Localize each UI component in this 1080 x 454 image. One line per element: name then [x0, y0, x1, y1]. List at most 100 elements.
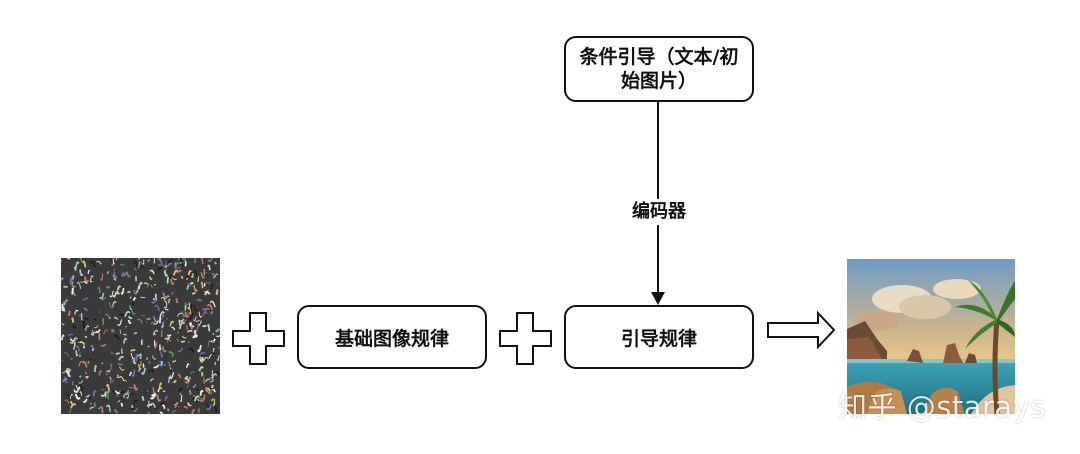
noise-stroke	[188, 390, 192, 393]
noise-stroke	[184, 311, 190, 318]
noise-stroke	[187, 270, 192, 276]
noise-stroke	[93, 364, 98, 373]
noise-stroke	[130, 352, 135, 360]
noise-stroke	[118, 366, 125, 371]
noise-stroke	[192, 334, 198, 339]
noise-stroke	[65, 369, 71, 377]
noise-stroke	[61, 370, 67, 374]
noise-stroke	[113, 278, 117, 281]
noise-stroke	[214, 261, 217, 265]
noise-stroke	[62, 377, 68, 383]
noise-stroke	[186, 363, 190, 368]
noise-stroke	[110, 258, 115, 261]
noise-stroke	[196, 298, 203, 302]
noise-stroke	[197, 276, 200, 283]
noise-stroke	[177, 373, 182, 379]
noise-stroke	[153, 364, 159, 369]
noise-stroke	[186, 285, 189, 290]
noise-stroke	[120, 396, 125, 402]
noise-stroke	[113, 268, 116, 273]
noise-stroke	[193, 284, 198, 292]
noise-stroke	[127, 319, 132, 325]
noise-stroke	[209, 379, 215, 383]
noise-stroke	[209, 300, 216, 308]
noise-stroke	[69, 393, 74, 399]
noise-stroke	[61, 322, 65, 326]
noise-stroke	[199, 352, 206, 355]
noise-stroke	[78, 360, 84, 367]
noise-stroke	[83, 307, 88, 312]
noise-stroke	[176, 258, 180, 261]
noise-stroke	[79, 391, 83, 396]
noise-stroke	[198, 396, 204, 400]
noise-stroke	[210, 283, 213, 290]
condition-label-line1: 条件引导（文本/初	[579, 46, 739, 68]
noise-stroke	[120, 318, 123, 325]
noise-stroke	[186, 302, 190, 305]
plus-icon	[499, 312, 552, 365]
noise-stroke	[100, 343, 107, 347]
noise-stroke	[177, 347, 184, 353]
noise-stroke	[199, 356, 203, 361]
noise-stroke	[168, 362, 172, 367]
noise-stroke	[159, 311, 165, 318]
noise-stroke	[167, 408, 170, 412]
noise-stroke	[69, 338, 76, 344]
noise-stroke	[193, 258, 197, 263]
noise-stroke	[93, 325, 99, 329]
noise-stroke	[133, 332, 138, 335]
noise-stroke	[113, 334, 120, 340]
noise-stroke	[132, 408, 138, 412]
noise-stroke	[133, 267, 137, 271]
noise-stroke	[207, 258, 213, 263]
noise-stroke	[85, 375, 89, 379]
noise-stroke	[63, 285, 68, 288]
noise-stroke	[77, 258, 83, 262]
noise-stroke	[162, 346, 167, 353]
noise-stroke	[100, 273, 104, 281]
noise-stroke	[119, 329, 122, 335]
noise-stroke	[106, 271, 110, 274]
noise-stroke	[215, 289, 219, 295]
noise-stroke	[115, 258, 118, 261]
noise-stroke	[65, 368, 72, 372]
noise-stroke	[159, 411, 164, 414]
noise-stroke	[175, 298, 179, 304]
noise-stroke	[184, 276, 190, 280]
noise-stroke	[157, 265, 163, 271]
noise-stroke	[78, 380, 84, 384]
noise-stroke	[178, 387, 184, 392]
noise-stroke	[118, 355, 125, 361]
noise-stroke	[206, 303, 214, 310]
noise-stroke	[117, 363, 123, 366]
noise-stroke	[147, 259, 151, 262]
noise-stroke	[70, 403, 77, 409]
noise-stroke	[192, 270, 199, 278]
noise-stroke	[99, 292, 105, 300]
noise-stroke	[137, 354, 141, 357]
noise-stroke	[75, 261, 80, 269]
noise-stroke	[197, 320, 202, 326]
noise-stroke	[122, 393, 129, 398]
encoder-label: 编码器	[609, 199, 709, 225]
noise-stroke	[103, 329, 108, 335]
noise-stroke	[180, 340, 186, 343]
noise-stroke	[166, 317, 169, 320]
noise-stroke	[199, 389, 204, 396]
noise-stroke	[131, 369, 136, 377]
noise-stroke	[68, 369, 72, 372]
noise-stroke	[200, 359, 203, 364]
noise-stroke	[187, 282, 192, 287]
noise-stroke	[126, 392, 130, 399]
noise-stroke	[211, 398, 214, 402]
noise-stroke	[187, 379, 190, 383]
noise-stroke	[122, 333, 127, 336]
noise-stroke	[200, 258, 204, 264]
noise-stroke	[172, 379, 177, 384]
noise-stroke	[121, 348, 123, 354]
noise-stroke	[153, 316, 159, 323]
noise-stroke	[166, 276, 170, 284]
noise-stroke	[106, 370, 111, 372]
noise-stroke	[145, 357, 149, 360]
